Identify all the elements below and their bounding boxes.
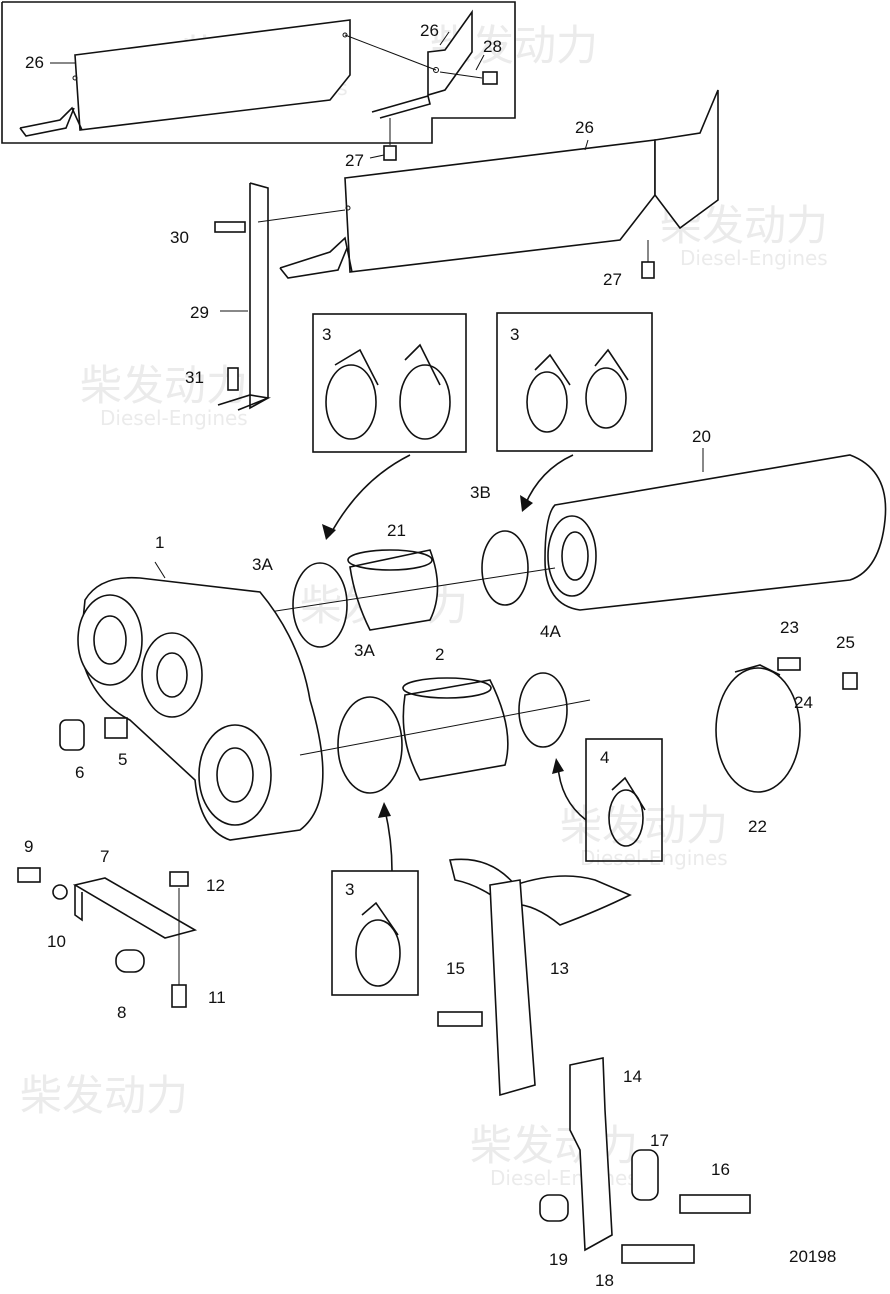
callout-3-boxR: 3 — [510, 325, 519, 344]
washer-10 — [52, 884, 68, 900]
callout-10: 10 — [47, 932, 66, 951]
inset-screw-27 — [383, 118, 397, 161]
clamp-box-4 — [585, 738, 663, 862]
callout-21: 21 — [387, 521, 406, 540]
inset-screw-28 — [439, 71, 498, 85]
callout-27: 27 — [603, 270, 622, 289]
bolt-25 — [842, 672, 858, 690]
clamp-22 — [715, 657, 858, 793]
spacer-17 — [631, 1149, 659, 1201]
screw-30 — [214, 221, 246, 233]
diagram-number: 20198 — [789, 1247, 836, 1266]
bracket-14 — [539, 1057, 751, 1264]
screw-9 — [17, 867, 41, 883]
watermark-en-5: Diesel-Engines — [490, 1166, 638, 1190]
arrow-3-bottom — [384, 809, 393, 872]
watermark-cn-8: 柴发动力 — [470, 1121, 638, 1170]
callout-25: 25 — [836, 633, 855, 652]
callout-29: 29 — [190, 303, 209, 322]
arrow-right — [524, 454, 574, 506]
callout-18: 18 — [595, 1271, 614, 1290]
callout-13: 13 — [550, 959, 569, 978]
clamp-4A — [518, 672, 568, 748]
callout-31: 31 — [185, 368, 204, 387]
inset-callout-27: 27 — [345, 151, 364, 170]
callout-4: 4 — [600, 748, 609, 767]
nipple-5 — [104, 717, 128, 739]
spacer-19 — [539, 1194, 569, 1222]
callout-3A-upper: 3A — [252, 555, 273, 574]
callout-26: 26 — [575, 118, 594, 137]
pin-23 — [777, 657, 801, 671]
callout-3A-lower: 3A — [354, 641, 375, 660]
watermark-cn-7: 柴发动力 — [20, 1071, 188, 1120]
callout-15: 15 — [446, 959, 465, 978]
inset-callout-26a: 26 — [25, 53, 44, 72]
bracket-29 — [214, 182, 346, 411]
inset-callout-26b: 26 — [420, 21, 439, 40]
nut-12 — [169, 871, 189, 887]
inset-panel — [1, 1, 516, 161]
watermark-en-4: Diesel-Engines — [580, 846, 728, 870]
callout-3-boxL: 3 — [322, 325, 331, 344]
callout-2: 2 — [435, 645, 444, 664]
callout-9: 9 — [24, 837, 33, 856]
callout-22: 22 — [748, 817, 767, 836]
clamp-box-3-right — [496, 312, 653, 452]
callout-labels: 26 26 28 27 26 27 30 29 31 3 3 20 3B 21 … — [24, 21, 855, 1290]
watermark-en-3: Diesel-Engines — [100, 406, 248, 430]
callout-17: 17 — [650, 1131, 669, 1150]
callout-14: 14 — [623, 1067, 642, 1086]
bracket-7 — [17, 867, 198, 1008]
bolt-16 — [679, 1194, 751, 1214]
callout-19: 19 — [549, 1250, 568, 1269]
bolt-18 — [621, 1244, 695, 1264]
clamp-3A-lower — [337, 696, 403, 794]
exhaust-manifold-1 — [59, 561, 324, 841]
hose-21 — [347, 549, 439, 631]
silencer-20 — [544, 448, 887, 611]
watermark-cn-4: 柴发动力 — [80, 361, 248, 410]
callout-7: 7 — [100, 847, 109, 866]
callout-5: 5 — [118, 750, 127, 769]
clamp-3B — [481, 530, 529, 606]
screw-31 — [227, 367, 239, 391]
clamp-box-3-bottom — [331, 870, 419, 996]
clamp-3A-upper — [292, 562, 348, 648]
heat-shield-26 — [279, 89, 719, 279]
screw-11 — [171, 984, 187, 1008]
clamp-box-3-left — [312, 313, 467, 453]
arrow-left — [329, 454, 411, 536]
callout-11: 11 — [208, 988, 226, 1007]
callout-23: 23 — [780, 618, 799, 637]
callout-24: 24 — [794, 693, 813, 712]
callout-16: 16 — [711, 1160, 730, 1179]
bolt-15 — [437, 1011, 483, 1027]
callout-20: 20 — [692, 427, 711, 446]
support-13 — [437, 858, 632, 1097]
callout-3B: 3B — [470, 483, 491, 502]
screw-27 — [641, 261, 655, 279]
callout-6: 6 — [75, 763, 84, 782]
callout-3-bottom: 3 — [345, 880, 354, 899]
cap-6 — [59, 719, 85, 751]
callout-4A: 4A — [540, 622, 561, 641]
spacer-8 — [115, 949, 145, 973]
callout-8: 8 — [117, 1003, 126, 1022]
callout-30: 30 — [170, 228, 189, 247]
callout-1: 1 — [155, 533, 164, 552]
inset-callout-28: 28 — [483, 37, 502, 56]
watermark-en-2: Diesel-Engines — [680, 246, 828, 270]
pipe-2 — [402, 677, 509, 781]
callout-12: 12 — [206, 876, 225, 895]
